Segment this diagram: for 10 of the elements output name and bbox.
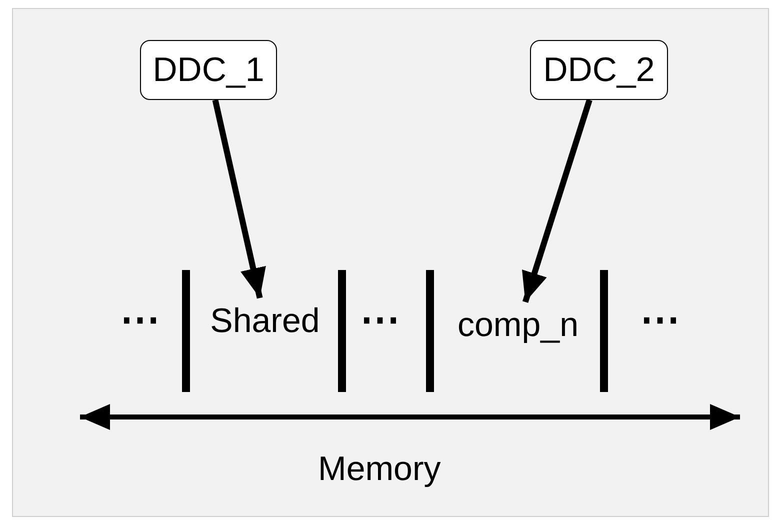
ellipsis: ⋯ [360,300,400,340]
arrow [212,99,266,299]
memory-region-label: comp_n [447,302,589,348]
ellipsis: ⋯ [120,300,160,340]
label-box: DDC_2 [530,40,668,100]
arrow [522,99,592,303]
memory-region-label: Shared [200,298,330,344]
label-box: DDC_1 [140,40,277,100]
axis-label: Memory [318,452,441,486]
ellipsis: ⋯ [640,300,680,340]
